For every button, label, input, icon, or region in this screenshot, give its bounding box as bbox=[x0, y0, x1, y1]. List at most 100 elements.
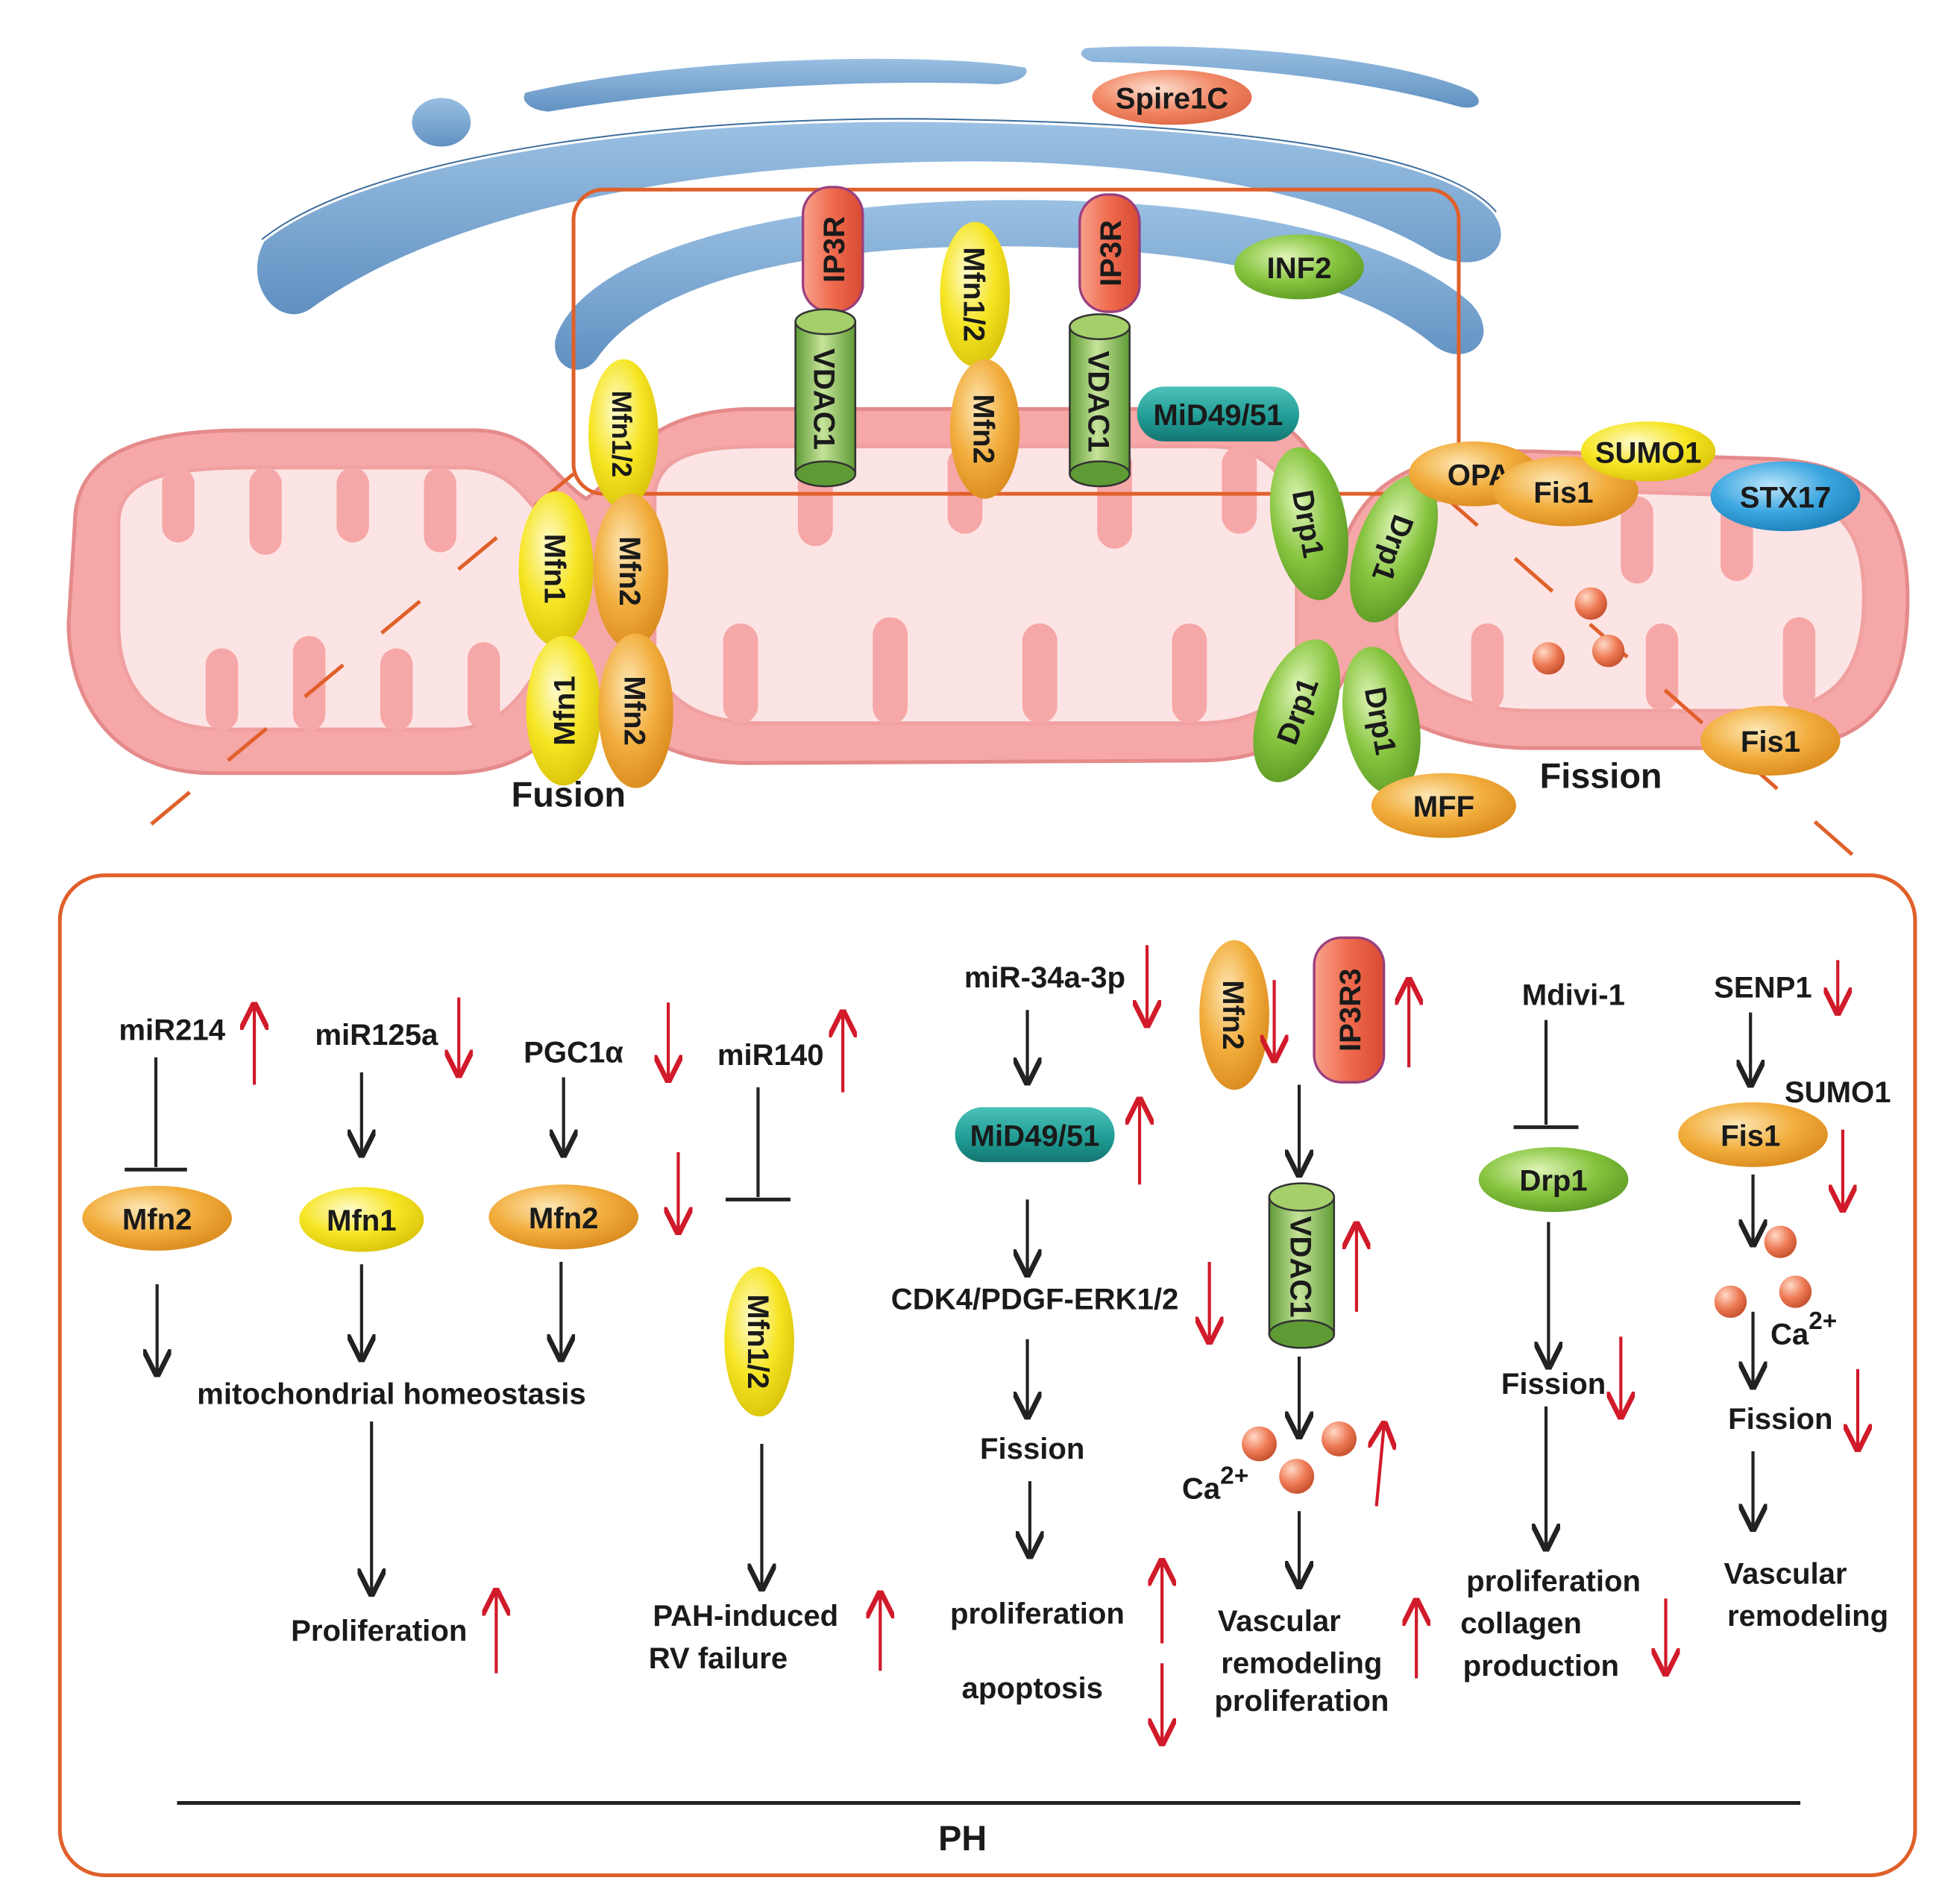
stx17-protein: STX17 bbox=[1710, 461, 1861, 532]
c6-remodeling-label: remodeling bbox=[1221, 1647, 1382, 1680]
fis1-top-protein: Fis1 bbox=[1493, 456, 1638, 527]
col-mir34a: miR-34a-3p MiD49/51 CDK4/PDGF-ERK1/2 Fis… bbox=[891, 961, 1179, 1705]
senp1-label: SENP1 bbox=[1714, 971, 1812, 1005]
ph-panel-frame bbox=[57, 873, 1917, 1877]
c6-vascular-label: Vascular bbox=[1218, 1604, 1341, 1638]
c7-collagen-label: collagen bbox=[1460, 1606, 1582, 1640]
endoplasmic-reticulum bbox=[251, 40, 1507, 377]
drp1-d-protein: Drp1 bbox=[1342, 647, 1421, 795]
c8-sumo1-label: SUMO1 bbox=[1785, 1075, 1891, 1109]
mid4951-top-protein: MiD49/51 bbox=[1137, 386, 1300, 442]
mam-highlight-frame bbox=[571, 187, 1461, 496]
mfn12-center-label: Mfn1/2 bbox=[957, 247, 990, 342]
ip3r-left-protein: IP3R bbox=[801, 186, 864, 313]
col-mir140: miR140 Mfn1/2 PAH-induced RV failure bbox=[649, 1038, 838, 1675]
vdac1-right-label: VDAC1 bbox=[1081, 351, 1115, 452]
inf2-label: INF2 bbox=[1267, 251, 1332, 285]
cdk4-label: CDK4/PDGF-ERK1/2 bbox=[891, 1282, 1179, 1316]
proliferation-c5-label: proliferation bbox=[950, 1597, 1125, 1630]
vdac1-left-protein: VDAC1 bbox=[794, 308, 857, 488]
mfn1-b-protein: Mfn1 bbox=[526, 635, 601, 786]
mfn1-a-label: Mfn1 bbox=[538, 534, 572, 604]
fis1-top-label: Fis1 bbox=[1533, 476, 1593, 509]
pgc1a-mfn2-label: Mfn2 bbox=[529, 1201, 599, 1235]
col-senp1: SENP1 SUMO1 Fis1 Ca2+ Fission Vascular r… bbox=[1678, 971, 1891, 1633]
mfn2-center-protein: Mfn2 bbox=[949, 359, 1020, 499]
c6-proliferation-label: proliferation bbox=[1214, 1684, 1389, 1718]
proliferation-left-label: Proliferation bbox=[291, 1614, 467, 1647]
c7-production-label: production bbox=[1463, 1649, 1619, 1683]
mid4951-panel-label: MiD49/51 bbox=[970, 1119, 1100, 1152]
c8-ca-label: Ca2+ bbox=[1770, 1307, 1837, 1351]
fission-c5-label: Fission bbox=[980, 1432, 1084, 1465]
c7-proliferation-label: proliferation bbox=[1466, 1564, 1641, 1597]
mfn2-b-protein: Mfn2 bbox=[598, 633, 673, 788]
mfn2-center-label: Mfn2 bbox=[967, 394, 1001, 464]
drp1-b-protein: Drp1 bbox=[1350, 474, 1439, 623]
ip3r-right-label: IP3R bbox=[1094, 220, 1128, 286]
c6-ca-label: Ca2+ bbox=[1182, 1462, 1248, 1506]
calcium-top bbox=[1532, 587, 1625, 675]
drp1-c-protein: Drp1 bbox=[1253, 639, 1340, 782]
mff-protein: MFF bbox=[1371, 773, 1516, 838]
col-mir125a: miR125a Mfn1 bbox=[299, 1018, 439, 1357]
c8-fission-label: Fission bbox=[1728, 1402, 1832, 1436]
mfn2-a-protein: Mfn2 bbox=[593, 494, 669, 649]
mfn1-b-label: Mfn1 bbox=[548, 676, 582, 746]
rv-failure-label: RV failure bbox=[649, 1641, 788, 1675]
spire1c-label: Spire1C bbox=[1116, 82, 1229, 116]
up-arrow-ca-c6 bbox=[1377, 1427, 1384, 1506]
mir125a-mfn1-label: Mfn1 bbox=[327, 1204, 397, 1237]
stx17-label: STX17 bbox=[1740, 481, 1832, 515]
mir140-mfn12-label: Mfn1/2 bbox=[741, 1294, 775, 1389]
c8-vascular-label: Vascular bbox=[1724, 1556, 1847, 1590]
mir125a-label: miR125a bbox=[315, 1018, 439, 1052]
pgc1a-label: PGC1α bbox=[524, 1035, 623, 1069]
fusion-label: Fusion bbox=[512, 776, 626, 814]
c6-vdac1-label: VDAC1 bbox=[1283, 1216, 1317, 1318]
mfn1-a-protein: Mfn1 bbox=[518, 491, 594, 647]
pah-label: PAH-induced bbox=[653, 1599, 838, 1633]
mfn2-b-label: Mfn2 bbox=[618, 676, 652, 746]
vdac1-left-label: VDAC1 bbox=[808, 348, 841, 450]
drp1-a-protein: Drp1 bbox=[1269, 447, 1348, 600]
mir140-label: miR140 bbox=[717, 1038, 824, 1072]
c7-fission-label: Fission bbox=[1501, 1367, 1606, 1401]
mdivi1-label: Mdivi-1 bbox=[1522, 978, 1625, 1012]
col-mdivi1: Mdivi-1 Drp1 Fission proliferation colla… bbox=[1460, 978, 1641, 1683]
c7-drp1-label: Drp1 bbox=[1519, 1164, 1587, 1198]
col-ip3r3: Mfn2 IP3R3 VDAC1 Ca2+ Vascular remodelin… bbox=[1182, 936, 1389, 1718]
inf2-protein: INF2 bbox=[1234, 234, 1364, 300]
fis1-right-label: Fis1 bbox=[1741, 725, 1800, 758]
c8-ca-sup: 2+ bbox=[1809, 1307, 1837, 1335]
fission-label-top: Fission bbox=[1540, 757, 1662, 796]
c8-remodeling-label: remodeling bbox=[1727, 1599, 1888, 1633]
mfn12-center-protein: Mfn1/2 bbox=[940, 221, 1011, 367]
col-pgc1a: PGC1α Mfn2 bbox=[488, 1035, 638, 1357]
vdac1-right-protein: VDAC1 bbox=[1069, 313, 1131, 488]
mfn12-left-protein: Mfn1/2 bbox=[588, 359, 659, 509]
homeostasis-label: mitochondrial homeostasis bbox=[197, 1377, 586, 1411]
mfn12-left-label: Mfn1/2 bbox=[606, 391, 637, 477]
mid4951-top-label: MiD49/51 bbox=[1153, 398, 1283, 432]
c6-ca-base: Ca bbox=[1182, 1472, 1221, 1506]
mir34a-label: miR-34a-3p bbox=[964, 961, 1125, 994]
mir214-mfn2-label: Mfn2 bbox=[122, 1202, 192, 1236]
ph-label: PH bbox=[938, 1819, 987, 1858]
ip3r-left-label: IP3R bbox=[817, 216, 851, 283]
regulation-arrows bbox=[254, 945, 1858, 1741]
ip3r-right-protein: IP3R bbox=[1078, 193, 1141, 313]
apoptosis-c5-label: apoptosis bbox=[962, 1671, 1103, 1705]
c6-ca-sup: 2+ bbox=[1220, 1462, 1248, 1490]
mir214-label: miR214 bbox=[119, 1013, 225, 1046]
c8-ca-base: Ca bbox=[1770, 1317, 1809, 1351]
mff-label: MFF bbox=[1413, 790, 1474, 823]
sumo1-top-label: SUMO1 bbox=[1595, 436, 1702, 469]
c8-fis1-label: Fis1 bbox=[1721, 1119, 1780, 1152]
spire1c-protein: Spire1C bbox=[1092, 69, 1252, 125]
c6-ip3r3-label: IP3R3 bbox=[1333, 969, 1367, 1052]
sumo1-top-protein: SUMO1 bbox=[1580, 421, 1716, 482]
c6-mfn2-label: Mfn2 bbox=[1216, 980, 1250, 1050]
